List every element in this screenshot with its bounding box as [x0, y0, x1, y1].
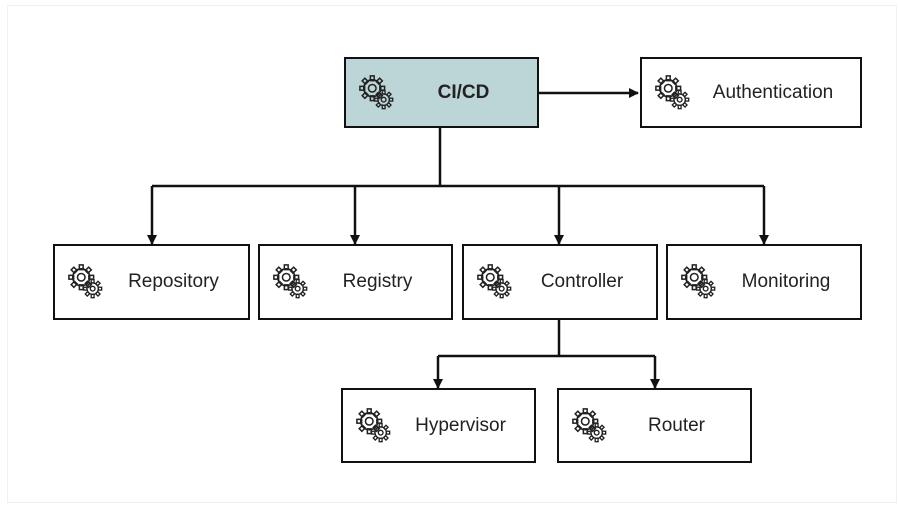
node-authentication-label: Authentication — [712, 81, 834, 103]
node-hypervisor[interactable]: Hypervisor — [341, 388, 536, 463]
node-controller[interactable]: Controller — [462, 244, 658, 320]
node-repository-label: Repository — [128, 271, 219, 292]
node-hypervisor-label: Hypervisor — [415, 414, 506, 436]
gear-icon — [477, 264, 512, 299]
node-router[interactable]: Router — [557, 388, 752, 463]
gear-icon — [359, 74, 394, 109]
node-authentication[interactable]: Authentication — [640, 57, 862, 128]
gear-icon — [681, 264, 716, 299]
node-controller-label: Controller — [540, 271, 624, 292]
gear-icon — [356, 407, 391, 442]
node-registry-label: Registry — [342, 271, 413, 292]
node-cicd[interactable]: CI/CD — [344, 57, 539, 128]
node-cicd-label: CI/CD — [437, 81, 490, 103]
gear-icon — [655, 74, 690, 109]
node-router-label: Router — [647, 414, 706, 436]
gear-icon — [273, 264, 308, 299]
gear-icon — [68, 264, 103, 299]
node-repository[interactable]: Repository — [53, 244, 250, 320]
node-monitoring-label: Monitoring — [741, 271, 831, 292]
gear-icon — [572, 407, 607, 442]
node-monitoring[interactable]: Monitoring — [666, 244, 862, 320]
node-registry[interactable]: Registry — [258, 244, 453, 320]
